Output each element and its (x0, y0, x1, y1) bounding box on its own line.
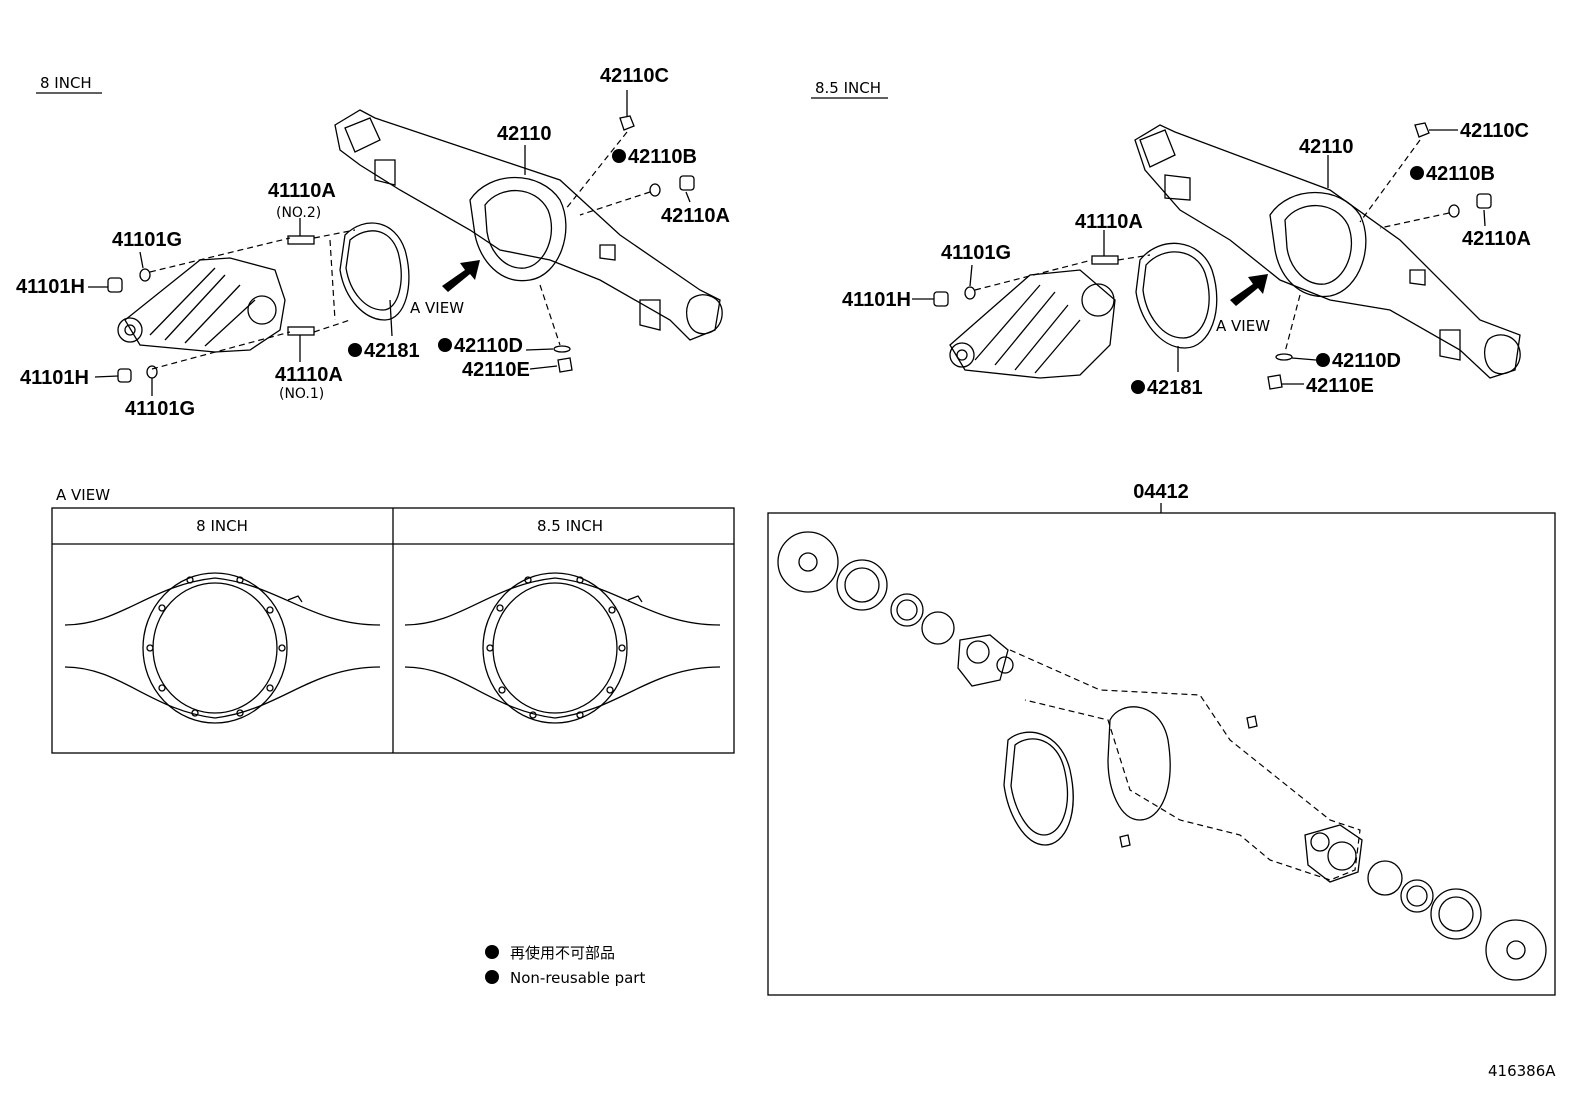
kit-frame (767, 512, 1556, 996)
left-8-inch-assembly: 8 INCH (16, 65, 730, 420)
a-view-cover-8-inch (64, 572, 381, 724)
gasket-kit-04412: 04412 (767, 481, 1556, 996)
label-42110a-right: 42110A (1462, 228, 1531, 250)
plug-42110e-left (557, 357, 573, 373)
a-view-arrow-label-left: A VIEW (410, 299, 464, 317)
a-view-table: A VIEW 8 INCH 8.5 INCH (51, 486, 735, 754)
non-reusable-dot (438, 338, 452, 352)
label-04412: 04412 (1133, 481, 1189, 503)
label-42181-right: 42181 (1147, 377, 1203, 399)
right-section-title: 8.5 INCH (815, 79, 881, 97)
a-view-cover-8-5-inch (404, 572, 721, 724)
label-41101h-top: 41101H (16, 276, 85, 298)
gasket-42110d-left (553, 345, 571, 353)
non-reusable-dot (348, 343, 362, 357)
differential-carrier-8-inch (117, 257, 286, 353)
washer-41101g-right (964, 286, 976, 300)
label-42110b-right: 42110B (1426, 163, 1495, 185)
legend-dot-1 (485, 945, 499, 959)
note-no1: (NO.1) (279, 386, 324, 402)
label-42110e-left: 42110E (462, 359, 530, 381)
a-view-arrow-left (442, 260, 480, 292)
gasket-42110d-right (1275, 353, 1293, 361)
note-no2: (NO.2) (276, 205, 321, 221)
label-42110d-right: 42110D (1332, 350, 1401, 372)
gasket-42110b-left (649, 183, 661, 197)
label-42110-left: 42110 (497, 123, 552, 145)
axle-housing-8-5-inch (1134, 124, 1521, 379)
non-reusable-dot (1316, 353, 1330, 367)
legend-line-english: Non-reusable part (510, 969, 645, 987)
label-41101h-bottom: 41101H (20, 367, 89, 389)
nut-41101h-top (107, 277, 123, 293)
washer-41101g-top (139, 268, 151, 282)
legend-dot-2 (485, 970, 499, 984)
legend-line-japanese: 再使用不可部品 (510, 944, 615, 962)
nut-41101h-right (933, 291, 949, 307)
breather-42110c-left (619, 115, 635, 131)
plug-42110a-left (679, 175, 695, 191)
stud-41110a-right (1091, 255, 1119, 265)
nut-41101h-bottom (117, 368, 132, 383)
stud-41110a-no1 (287, 326, 315, 336)
non-reusable-dot (1131, 380, 1145, 394)
label-41110a-no1: 41110A (275, 364, 343, 386)
label-42110c-right: 42110C (1460, 120, 1529, 142)
axle-housing-8-inch (334, 109, 723, 341)
legend: 再使用不可部品 Non-reusable part (485, 944, 645, 987)
label-41101g-bottom: 41101G (125, 398, 195, 420)
label-42110c-left: 42110C (600, 65, 669, 87)
breather-42110c-right (1414, 122, 1430, 138)
plug-42110a-right (1476, 193, 1492, 209)
label-41110a-right: 41110A (1075, 211, 1143, 233)
label-42110a-left: 42110A (661, 205, 730, 227)
gasket-42110b-right (1448, 204, 1460, 218)
left-section-title: 8 INCH (40, 74, 92, 92)
a-view-table-title: A VIEW (56, 486, 110, 504)
gasket-42181-8-inch (339, 222, 410, 321)
a-view-arrow-right (1230, 274, 1268, 306)
label-41101g-right: 41101G (941, 242, 1011, 264)
a-view-col-8-inch: 8 INCH (196, 517, 248, 535)
label-42110b-left: 42110B (628, 146, 697, 168)
non-reusable-dot (612, 149, 626, 163)
label-42110e-right: 42110E (1306, 375, 1374, 397)
figure-id: 416386A (1488, 1062, 1556, 1080)
right-8-5-inch-assembly: 8.5 INCH (811, 79, 1531, 399)
stud-41110a-no2 (287, 235, 315, 245)
differential-carrier-8-5-inch (949, 269, 1116, 379)
label-41101g-top: 41101G (112, 229, 182, 251)
label-42181-left: 42181 (364, 340, 420, 362)
label-41101h-right: 41101H (842, 289, 911, 311)
non-reusable-dot (1410, 166, 1424, 180)
a-view-col-8-5-inch: 8.5 INCH (537, 517, 603, 535)
label-41110a-no2: 41110A (268, 180, 336, 202)
a-view-arrow-label-right: A VIEW (1216, 317, 1270, 335)
label-42110-right: 42110 (1299, 136, 1354, 158)
gasket-42181-8-5-inch (1135, 242, 1218, 349)
plug-42110e-right (1267, 374, 1283, 390)
label-42110d-left: 42110D (454, 335, 523, 357)
